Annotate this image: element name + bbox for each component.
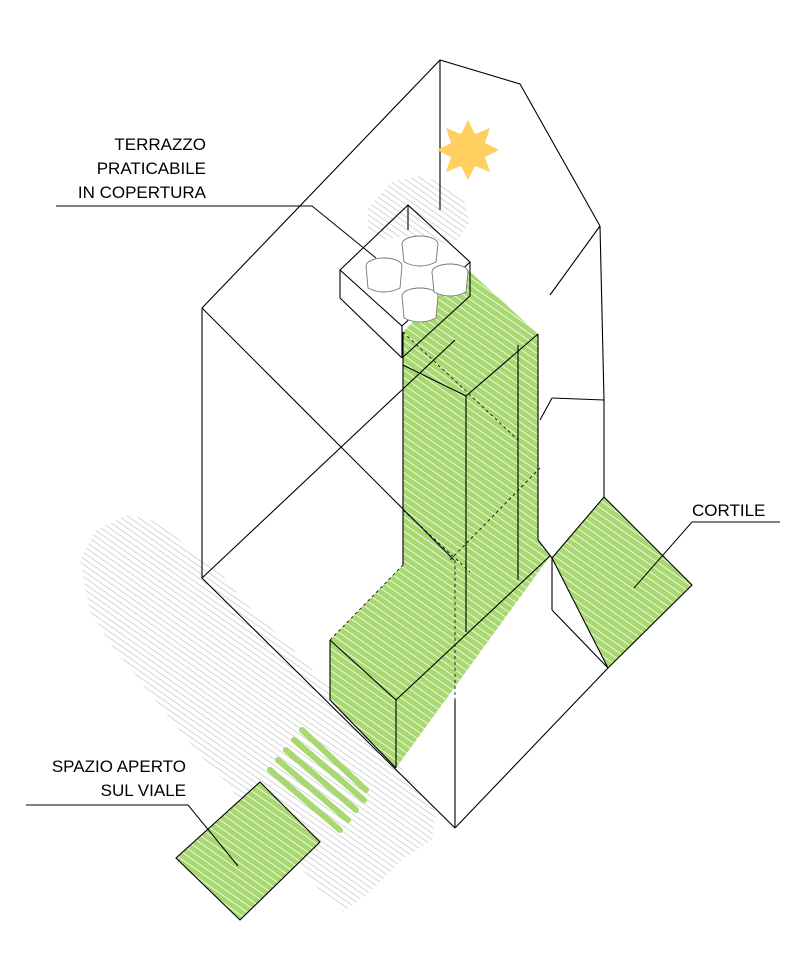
tree-hatch-top xyxy=(368,176,470,246)
courtyard-area xyxy=(552,497,692,668)
open-space-label-line1: SPAZIO APERTO xyxy=(51,757,186,776)
courtyard-leader xyxy=(633,521,780,589)
tree-hatch-group xyxy=(80,176,470,912)
central-volume-front xyxy=(330,268,550,768)
tree-hatch-street xyxy=(80,515,436,912)
terrace-label-line2: PRATICABILE xyxy=(96,159,206,178)
building-wireframe xyxy=(175,59,693,921)
green-areas xyxy=(176,268,692,920)
plant-rows xyxy=(267,727,369,833)
rooftop-planters xyxy=(365,235,469,323)
open-space-leader xyxy=(26,804,239,867)
courtyard-label: CORTILE xyxy=(692,501,766,520)
open-space-label-line2: SUL VIALE xyxy=(100,781,186,800)
hidden-lines xyxy=(329,331,541,700)
terrace-leader xyxy=(56,205,377,259)
open-space-area xyxy=(176,782,320,920)
sun-icon xyxy=(437,120,499,180)
leader-lines xyxy=(26,205,780,867)
terrace-label-line1: TERRAZZO xyxy=(114,135,206,154)
terrace-label-line3: IN COPERTURA xyxy=(77,183,206,202)
